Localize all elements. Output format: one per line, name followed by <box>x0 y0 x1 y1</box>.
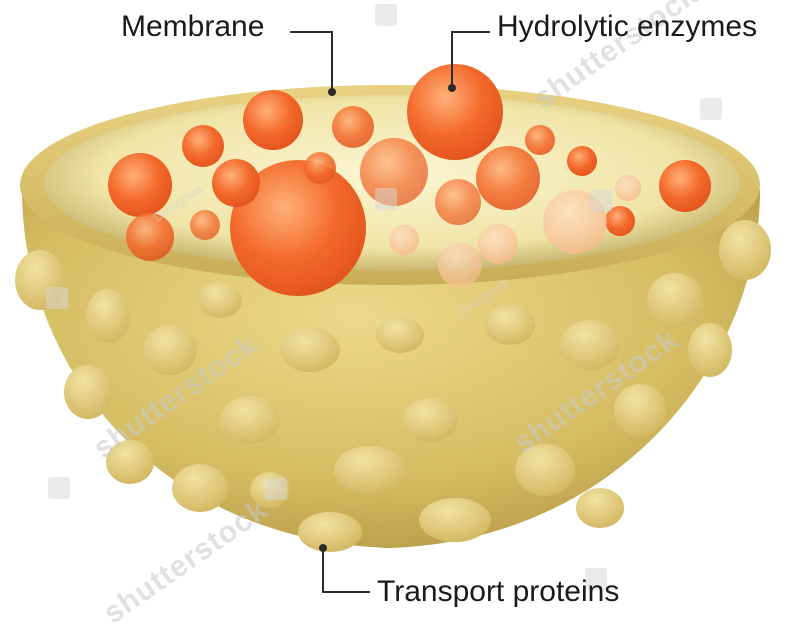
lysosome-illustration <box>0 0 797 613</box>
watermark-logo-icon <box>265 478 287 500</box>
watermark-logo-icon <box>590 190 612 212</box>
membrane-pointer <box>290 32 332 92</box>
watermark-logo-icon <box>700 98 722 120</box>
hydrolytic-enzymes-label: Hydrolytic enzymes <box>497 12 757 42</box>
transport-proteins-pointer <box>323 548 370 592</box>
watermark-logo-icon <box>375 4 397 26</box>
membrane-label: Membrane <box>121 12 264 42</box>
lysosome-diagram: shutterstock shutterstock shutterstock s… <box>0 0 797 613</box>
watermark-logo-icon <box>46 287 68 309</box>
watermark-logo-icon <box>375 188 397 210</box>
transport-proteins-label: Transport proteins <box>377 577 619 607</box>
watermark-logo-icon <box>48 477 70 499</box>
